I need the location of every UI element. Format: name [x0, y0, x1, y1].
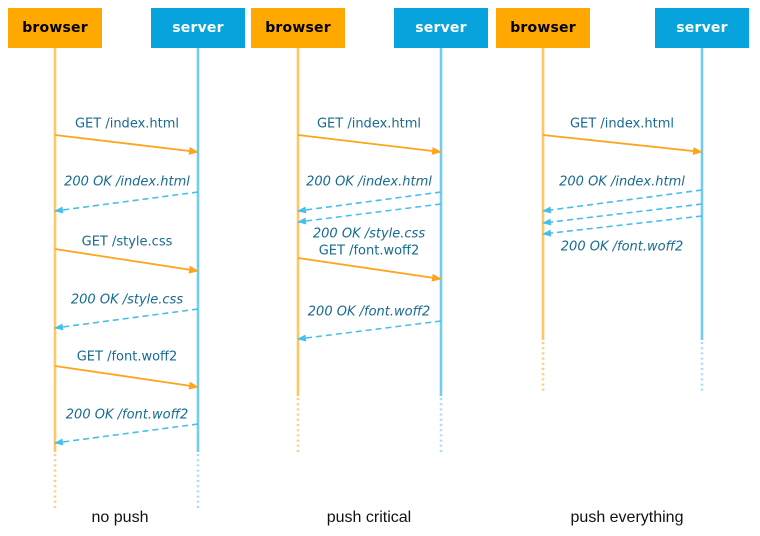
message-request-index: GET /index.html: [74, 116, 180, 132]
request-arrow-index: [54, 134, 199, 155]
request-arrow-font: [297, 257, 442, 282]
panel-caption-no-push: no push: [91, 509, 149, 526]
push-arrow-style: [542, 203, 703, 226]
message-request-index: GET /index.html: [569, 116, 675, 132]
message-response-font: 200 OK /font.woff2: [65, 407, 189, 423]
panel-caption-push-critical: push critical: [326, 509, 412, 526]
response-arrow-index: [297, 191, 442, 214]
response-arrow-font: [54, 423, 199, 446]
message-response-style: 200 OK /style.css: [70, 292, 184, 308]
panel-caption-push-everything: push everything: [570, 509, 684, 526]
actor-browser: browser: [8, 8, 102, 48]
message-request-font: GET /font.woff2: [76, 349, 178, 365]
response-arrow-font: [297, 320, 442, 342]
message-request-style: GET /style.css: [81, 234, 173, 250]
message-request-font: GET /font.woff2: [318, 243, 420, 259]
message-response-font: 200 OK /font.woff2: [560, 239, 684, 255]
actor-server: server: [151, 8, 245, 48]
message-response-index: 200 OK /index.html: [306, 174, 432, 190]
actor-server: server: [394, 8, 488, 48]
message-request-index: GET /index.html: [316, 116, 422, 132]
push-arrow-style: [297, 203, 442, 225]
response-arrow-index: [54, 191, 199, 214]
request-arrow-index: [297, 134, 442, 155]
request-arrow-index: [542, 134, 703, 156]
actor-browser: browser: [496, 8, 590, 48]
message-response-font: 200 OK /font.woff2: [307, 304, 431, 320]
actor-browser: browser: [251, 8, 345, 48]
request-arrow-style: [54, 248, 199, 274]
request-arrow-font: [54, 365, 199, 390]
push-arrow-font: [542, 215, 703, 237]
actor-server: server: [655, 8, 749, 48]
response-arrow-index: [542, 189, 703, 214]
message-response-index: 200 OK /index.html: [64, 174, 190, 190]
message-response-style: 200 OK /style.css: [312, 226, 426, 242]
message-response-index: 200 OK /index.html: [559, 174, 685, 190]
response-arrow-style: [54, 308, 199, 331]
